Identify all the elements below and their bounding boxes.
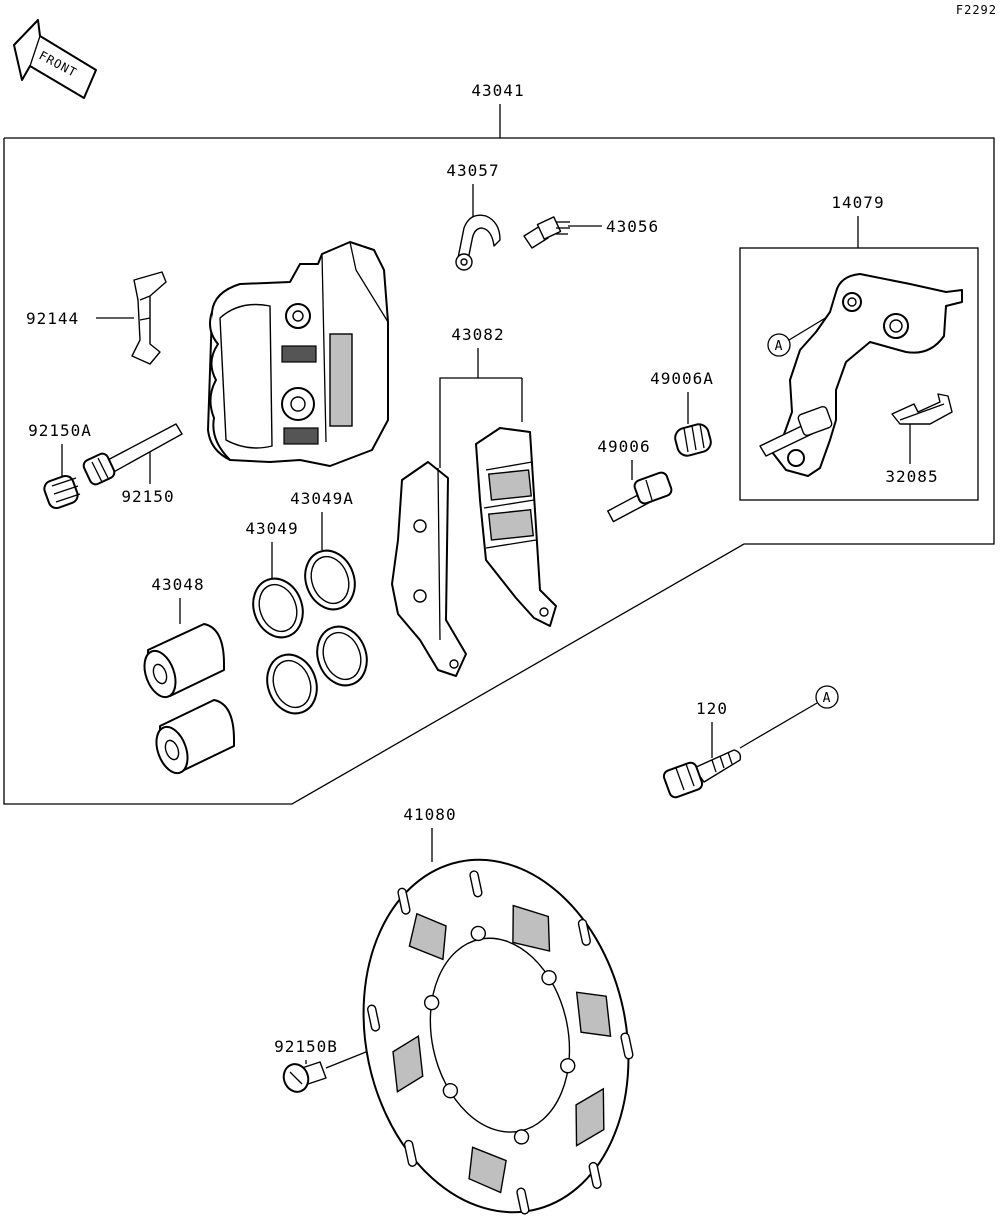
part-callout: 32085: [885, 420, 938, 486]
bracket-pin-icon: [607, 471, 673, 523]
part-callout: 49006A: [650, 369, 714, 424]
assembly-outline: [3, 137, 995, 805]
brake-pad-icon: [391, 461, 467, 677]
disc-bolt-icon: [282, 1027, 427, 1093]
piston-icon: [155, 699, 235, 775]
bleeder-cap-icon: [455, 214, 501, 271]
pin-cap-icon: [43, 474, 81, 510]
part-callout: 92150B: [274, 1037, 338, 1064]
part-label: 43056: [606, 217, 659, 236]
part-label: 43049: [245, 519, 298, 538]
part-label: 32085: [885, 467, 938, 486]
brake-pad-icon: [475, 427, 557, 627]
part-label: 41080: [403, 805, 456, 824]
part-callout: 92150: [121, 450, 174, 506]
boot-icon: [674, 423, 712, 457]
bleeder-valve-icon: [523, 216, 570, 249]
slide-pin-icon: [82, 423, 183, 486]
part-label: 49006A: [650, 369, 714, 388]
part-callout: 49006: [597, 437, 650, 480]
part-label: 92150: [121, 487, 174, 506]
part-callout: 43049: [245, 519, 298, 578]
part-label: 43057: [446, 161, 499, 180]
piston-seal-icon: [252, 577, 304, 639]
figure-code: F2292: [956, 3, 997, 17]
part-callout: 43056: [568, 217, 659, 236]
piston-seal-icon: [304, 549, 356, 611]
part-label: 43049A: [290, 489, 354, 508]
part-callout: 41080: [403, 805, 456, 862]
part-label: 92150A: [28, 421, 92, 440]
part-label: 120: [696, 699, 728, 718]
ref-marker-letter: A: [775, 339, 784, 354]
part-callout: 92144: [26, 309, 134, 328]
part-label: 49006: [597, 437, 650, 456]
part-callout: 92150A: [28, 421, 92, 476]
part-callout: 43049A: [290, 489, 354, 550]
part-callout: 43082: [439, 325, 523, 468]
part-callout: 43048: [151, 575, 204, 624]
ref-marker-letter: A: [823, 691, 832, 706]
assembly-label: 43041: [471, 81, 524, 100]
bracket-assembly-label: 14079: [831, 193, 884, 212]
front-arrow-icon: FRONT: [13, 19, 97, 99]
part-callout: 120: [696, 699, 728, 758]
ref-marker-a: A: [739, 685, 839, 749]
part-label: 92144: [26, 309, 79, 328]
part-label: 92150B: [274, 1037, 338, 1056]
part-label: 43048: [151, 575, 204, 594]
mounting-bolt-icon: [662, 749, 742, 799]
dust-seal-icon: [316, 625, 368, 687]
pad-clip-icon: [891, 393, 953, 425]
part-callout: 43057: [446, 161, 499, 218]
part-label: 43082: [451, 325, 504, 344]
caliper-body-icon: [207, 241, 389, 467]
bracket-assembly-box: [739, 247, 979, 501]
pad-spring-icon: [131, 271, 167, 365]
piston-icon: [143, 623, 225, 699]
brake-disc-icon: [362, 858, 634, 1215]
caliper-bracket-icon: [759, 273, 963, 477]
dust-seal-icon: [266, 653, 318, 715]
